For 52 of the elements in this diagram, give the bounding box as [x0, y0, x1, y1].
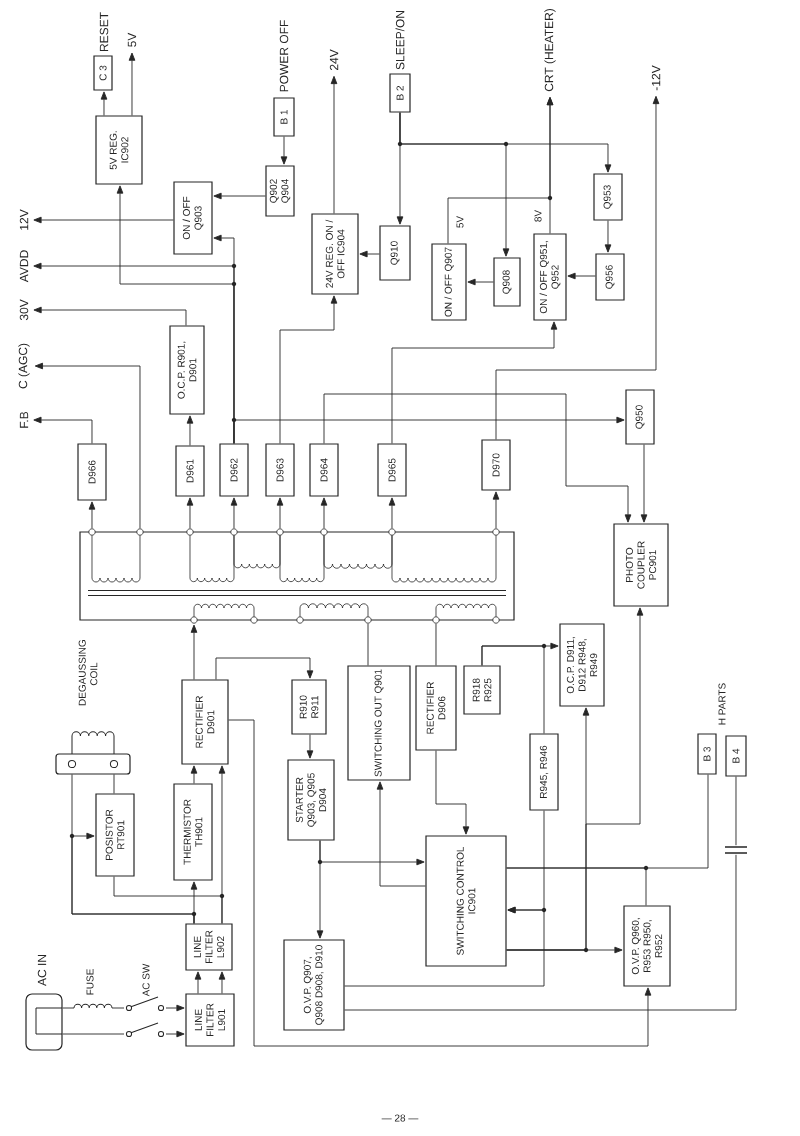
arrow — [279, 295, 338, 444]
line — [506, 867, 647, 906]
arrow — [316, 840, 324, 939]
arrow — [218, 971, 226, 994]
arrow — [233, 416, 625, 444]
arrow — [34, 362, 141, 529]
arrow — [88, 501, 96, 529]
arrow — [467, 278, 494, 286]
arrow — [280, 136, 288, 165]
arrow — [506, 607, 644, 951]
line — [113, 773, 115, 794]
line — [71, 773, 195, 924]
arrow — [640, 444, 648, 523]
arrow — [215, 657, 314, 680]
arrow — [190, 624, 198, 680]
arrow — [330, 75, 338, 214]
arrow — [186, 415, 194, 446]
arrow — [228, 719, 652, 1047]
arrow — [388, 497, 396, 529]
arrow — [276, 497, 284, 529]
arrow — [344, 906, 545, 987]
arrow — [62, 1030, 185, 1038]
transformer-symbol — [79, 528, 515, 624]
arrow — [435, 750, 470, 835]
line — [481, 645, 545, 734]
arrow — [495, 95, 660, 440]
arrow — [604, 220, 612, 253]
arrow — [359, 250, 380, 258]
arrow — [320, 497, 328, 529]
arrow — [323, 393, 632, 523]
arrow — [62, 1004, 185, 1012]
line — [435, 623, 437, 666]
line — [113, 876, 223, 924]
arrow — [492, 491, 500, 529]
arrow — [230, 497, 238, 529]
arrow — [399, 112, 612, 173]
arrow — [306, 734, 314, 759]
arrow — [33, 416, 93, 444]
arrow — [391, 321, 558, 444]
arrow — [194, 971, 202, 994]
arrow — [190, 765, 198, 784]
line — [367, 623, 369, 666]
arrow — [546, 97, 554, 234]
arrow — [186, 497, 194, 529]
line — [344, 776, 737, 1011]
arrow — [213, 192, 266, 200]
arrow — [33, 306, 187, 326]
arrow — [100, 91, 108, 116]
arrow — [33, 216, 174, 224]
arrow — [128, 52, 136, 116]
arrow — [567, 272, 596, 280]
arrow — [376, 781, 426, 887]
